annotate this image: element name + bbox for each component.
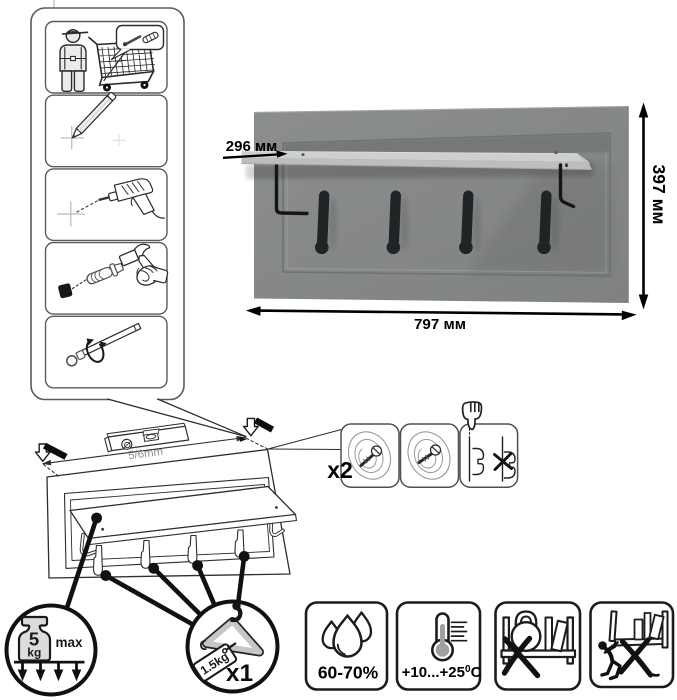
svg-text:x2: x2 bbox=[327, 457, 353, 483]
svg-text:5: 5 bbox=[29, 629, 39, 650]
svg-text:x1: x1 bbox=[226, 660, 253, 687]
svg-text:60-70%: 60-70% bbox=[318, 663, 379, 683]
svg-text:5/6mm: 5/6mm bbox=[127, 446, 163, 462]
svg-text:+10...+250C: +10...+250C bbox=[402, 664, 482, 681]
svg-text:kg: kg bbox=[27, 646, 41, 660]
svg-text:397 мм: 397 мм bbox=[649, 165, 669, 225]
svg-text:797 мм: 797 мм bbox=[414, 316, 466, 333]
svg-text:max: max bbox=[56, 635, 84, 650]
svg-text:296 мм: 296 мм bbox=[226, 138, 277, 155]
